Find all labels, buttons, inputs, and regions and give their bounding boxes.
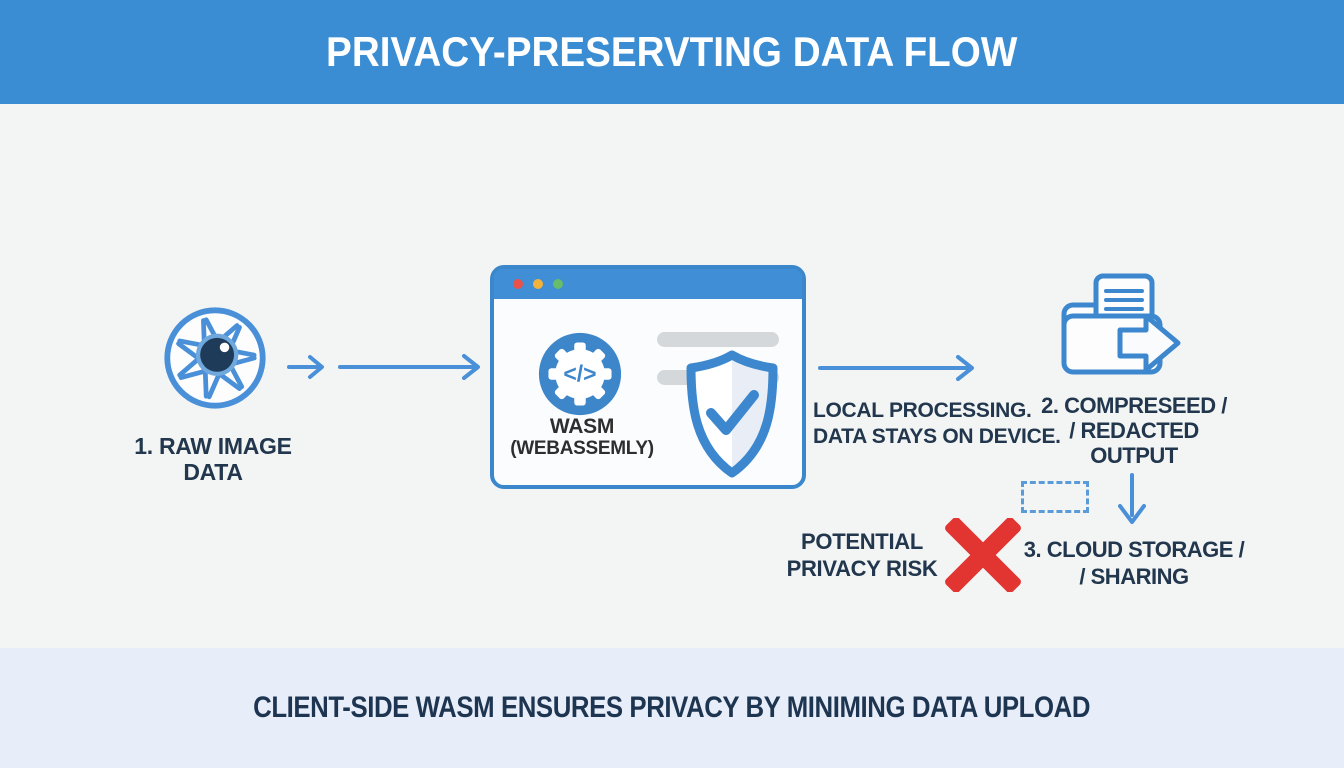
traffic-light-green-icon bbox=[553, 279, 563, 289]
shield-check-icon bbox=[686, 350, 778, 478]
wasm-label-line2: (WEBASSEMLY) bbox=[510, 438, 654, 459]
step1-label: 1. RAW IMAGE DATA bbox=[118, 433, 308, 485]
step1-label-line1: 1. RAW IMAGE bbox=[134, 433, 292, 459]
step3-label: 3. CLOUD STORAGE / / SHARING bbox=[1020, 536, 1248, 590]
step2-label-line1: 2. COMPRESEED / bbox=[1041, 393, 1227, 418]
local-processing-line2: DATA STAYS ON DEVICE. bbox=[813, 425, 1061, 448]
step3-label-line2: / SHARING bbox=[1079, 564, 1189, 589]
red-cross-icon bbox=[945, 518, 1021, 592]
footer-caption: CLIENT-SIDE WASM ENSURES PRIVACY BY MINI… bbox=[253, 691, 1091, 724]
camera-aperture-icon bbox=[164, 307, 266, 409]
privacy-risk-label: POTENTIAL PRIVACY RISK bbox=[782, 528, 942, 582]
local-processing-label: LOCAL PROCESSING. DATA STAYS ON DEVICE. bbox=[813, 398, 1073, 450]
browser-titlebar bbox=[494, 269, 802, 299]
arrow-down-icon bbox=[1118, 473, 1146, 524]
arrow-right-to-output-icon bbox=[818, 355, 974, 381]
browser-window: </> WASM (WEBASSEMLY) bbox=[490, 265, 806, 489]
arrow-right-short-icon bbox=[287, 355, 324, 379]
step3-label-line1: 3. CLOUD STORAGE / bbox=[1023, 537, 1245, 562]
step2-label-line3: OUTPUT bbox=[1090, 443, 1178, 468]
step2-label-line2: / REDACTED bbox=[1069, 418, 1199, 443]
header-bar: PRIVACY-PRESERVTING DATA FLOW bbox=[0, 0, 1344, 104]
risk-dashed-box bbox=[1021, 481, 1089, 513]
arrow-right-long-icon bbox=[338, 354, 480, 380]
wasm-gear-code-icon: </> bbox=[538, 332, 622, 416]
folder-export-icon bbox=[1061, 273, 1181, 375]
step2-label: 2. COMPRESEED / / REDACTED OUTPUT bbox=[1028, 393, 1240, 468]
traffic-light-yellow-icon bbox=[533, 279, 543, 289]
footer-bar: CLIENT-SIDE WASM ENSURES PRIVACY BY MINI… bbox=[0, 648, 1344, 768]
text-placeholder-bar bbox=[657, 332, 779, 347]
local-processing-line1: LOCAL PROCESSING. bbox=[813, 399, 1032, 422]
privacy-risk-line2: PRIVACY RISK bbox=[786, 556, 938, 581]
page-title: PRIVACY-PRESERVTING DATA FLOW bbox=[326, 28, 1018, 75]
privacy-risk-line1: POTENTIAL bbox=[801, 529, 923, 554]
wasm-label-line1: WASM bbox=[549, 415, 615, 438]
step1-label-line2: DATA bbox=[183, 459, 243, 485]
traffic-light-red-icon bbox=[513, 279, 523, 289]
wasm-label: WASM (WEBASSEMLY) bbox=[494, 415, 670, 460]
code-glyph: </> bbox=[563, 361, 596, 387]
